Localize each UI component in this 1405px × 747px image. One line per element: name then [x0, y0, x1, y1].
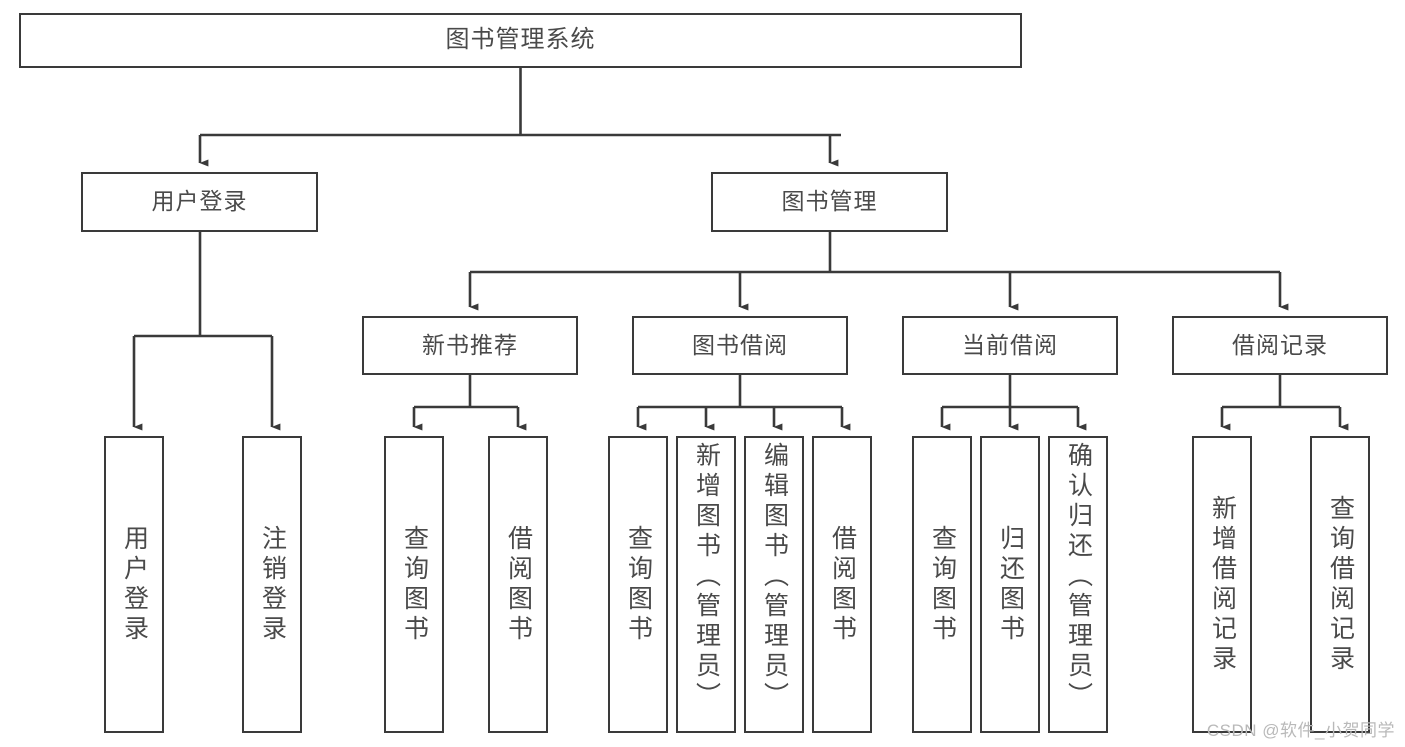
leaf-label: 编辑图书（管理员）	[760, 442, 789, 712]
leaf-label: 注销登录	[258, 524, 287, 645]
leaf-borrow-book[interactable]: 借阅图书	[812, 436, 872, 733]
leaf-user-login[interactable]: 用户登录	[104, 436, 164, 733]
node-borrow-record[interactable]: 借阅记录	[1172, 316, 1388, 375]
leaf-add-book-admin[interactable]: 新增图书（管理员）	[676, 436, 736, 733]
node-label: 图书管理系统	[445, 26, 596, 54]
leaf-label: 查询图书	[400, 524, 429, 645]
leaf-query-book-borrow[interactable]: 查询图书	[608, 436, 668, 733]
leaf-borrow-book-newbook[interactable]: 借阅图书	[488, 436, 548, 733]
leaf-label: 新增图书（管理员）	[692, 442, 721, 712]
leaf-label: 查询图书	[624, 524, 653, 645]
leaf-add-borrow-record[interactable]: 新增借阅记录	[1192, 436, 1252, 733]
leaf-return-book[interactable]: 归还图书	[980, 436, 1040, 733]
node-root-book-management-system[interactable]: 图书管理系统	[19, 13, 1022, 68]
node-label: 当前借阅	[962, 331, 1058, 358]
watermark-text: CSDN @软件_小贺同学	[1206, 721, 1395, 740]
leaf-label: 确认归还（管理员）	[1064, 442, 1093, 712]
node-book-management[interactable]: 图书管理	[711, 172, 948, 232]
leaf-label: 新增借阅记录	[1208, 494, 1237, 675]
leaf-confirm-return-admin[interactable]: 确认归还（管理员）	[1048, 436, 1108, 733]
leaf-label: 查询借阅记录	[1326, 494, 1355, 675]
leaf-query-book-current[interactable]: 查询图书	[912, 436, 972, 733]
node-user-login[interactable]: 用户登录	[81, 172, 318, 232]
leaf-query-book-newbook[interactable]: 查询图书	[384, 436, 444, 733]
leaf-label: 用户登录	[120, 524, 149, 645]
node-current-borrow[interactable]: 当前借阅	[902, 316, 1118, 375]
leaf-label: 借阅图书	[504, 524, 533, 645]
node-label: 用户登录	[151, 188, 248, 215]
leaf-label: 借阅图书	[828, 524, 857, 645]
leaf-query-borrow-record[interactable]: 查询借阅记录	[1310, 436, 1370, 733]
leaf-label: 查询图书	[928, 524, 957, 645]
node-label: 图书管理	[781, 188, 878, 215]
node-label: 图书借阅	[692, 331, 788, 358]
node-label: 借阅记录	[1232, 331, 1328, 358]
leaf-logout[interactable]: 注销登录	[242, 436, 302, 733]
node-book-borrow[interactable]: 图书借阅	[632, 316, 848, 375]
node-new-book-recommend[interactable]: 新书推荐	[362, 316, 578, 375]
leaf-label: 归还图书	[996, 524, 1025, 645]
node-label: 新书推荐	[422, 331, 518, 358]
leaf-edit-book-admin[interactable]: 编辑图书（管理员）	[744, 436, 804, 733]
